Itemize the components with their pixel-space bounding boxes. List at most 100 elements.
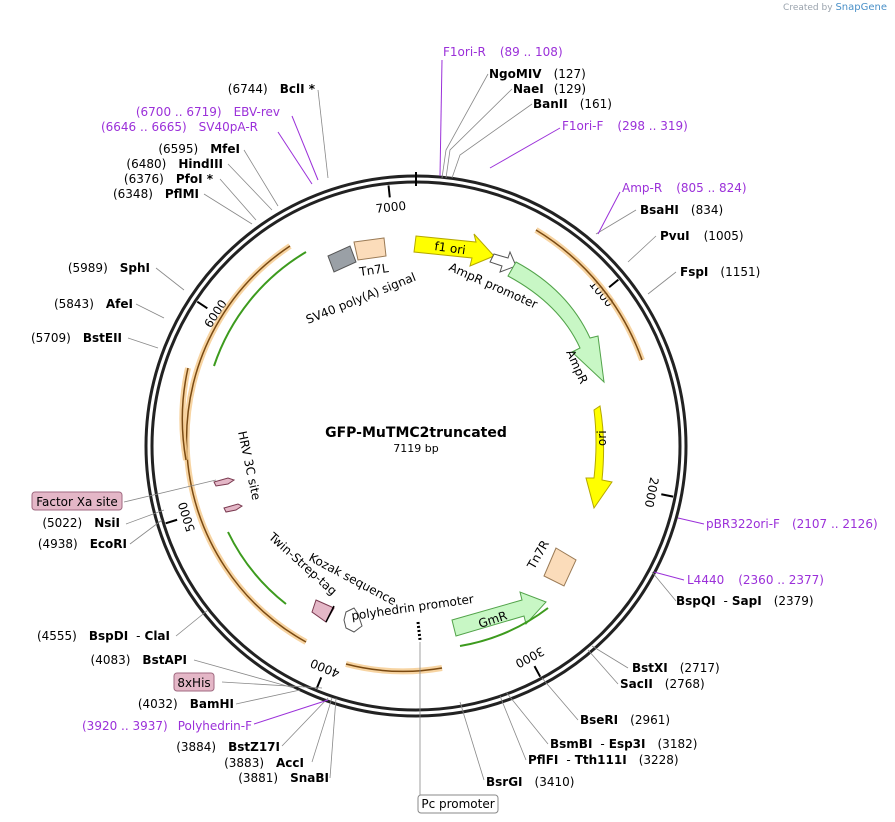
primer-ebv-rev[interactable]: (6700 .. 6719)EBV-rev [136, 105, 280, 119]
site-bstz17i-pos: (3884) [176, 740, 216, 754]
site-bcli-pos: (6744) [228, 82, 268, 96]
site-banii[interactable]: BanII(161) [533, 97, 612, 111]
primer-leaders [253, 59, 705, 725]
pc-promoter-label: Pc promoter [421, 797, 494, 811]
site-pvui-pos: (1005) [704, 229, 744, 243]
ori-arrow[interactable] [585, 405, 613, 510]
site-pvui[interactable]: PvuI (1005) [660, 229, 744, 243]
site-sphi-pos: (5989) [68, 261, 108, 275]
ampr-arrow[interactable] [507, 261, 605, 384]
site-pflfi-name: PflFI [528, 753, 558, 767]
site-bspdi-name: BspDI [89, 629, 128, 643]
tick-label-7000: 7000 [375, 199, 407, 216]
site-bstz17i-name: BstZ17I [228, 740, 280, 754]
site-bsahi[interactable]: BsaHI(834) [640, 203, 723, 217]
orf-arc-ampr-line [535, 229, 643, 361]
site-bsmbi[interactable]: BsmBI-Esp3I(3182) [550, 737, 697, 751]
orf-arc-left-inner-green [213, 251, 307, 367]
site-bcli[interactable]: (6744)BclI * [228, 82, 316, 96]
site-pfoi[interactable]: (6376)PfoI * [124, 172, 214, 186]
site-pflfi[interactable]: PflFI-Tth111I(3228) [528, 753, 679, 767]
factor-xa-box[interactable] [31, 491, 123, 511]
site-sacii[interactable]: SacII(2768) [620, 677, 705, 691]
hrv-3c-site-arrow[interactable] [213, 477, 236, 487]
site-acci[interactable]: (3883)AccI [224, 756, 304, 770]
primer-l4440[interactable]: L4440(2360 .. 2377) [687, 573, 824, 587]
site-ngomiv[interactable]: NgoMIV(127) [489, 67, 586, 81]
site-bstapi[interactable]: (4083) BstAPI [91, 653, 187, 667]
site-ecori[interactable]: (4938)EcoRI [38, 537, 127, 551]
primer-f1ori-r[interactable]: F1ori-R(89 .. 108) [443, 45, 563, 59]
feature-layer [213, 233, 613, 641]
site-mfei-name: MfeI [210, 142, 240, 156]
label-f1-ori: f1 ori [434, 239, 467, 257]
site-bspqi[interactable]: BspQI-SapI(2379) [676, 594, 814, 608]
tick-label-4000: 4000 [308, 656, 342, 681]
site-sphi[interactable]: (5989)SphI [68, 261, 150, 275]
plasmid-name: GFP-MuTMC2truncated [325, 425, 507, 441]
primer-pbr322ori-f[interactable]: pBR322ori-F(2107 .. 2126) [706, 517, 878, 531]
orf-arc-bottom-line [345, 663, 443, 673]
site-bsrgi[interactable]: BsrGI(3410) [486, 775, 574, 789]
site-ecori-name: EcoRI [90, 537, 127, 551]
pc-promoter-box[interactable] [417, 794, 499, 814]
snapgene-credit: Created by SnapGene [783, 2, 887, 13]
site-bsteii-name: BstEII [83, 331, 122, 345]
8xhis-box[interactable] [173, 672, 215, 692]
tick-3000 [533, 665, 542, 678]
site-bseri[interactable]: BseRI(2961) [580, 713, 670, 727]
orf-arc-gmr-green [459, 607, 549, 647]
site-bstapi-name: BstAPI [142, 653, 187, 667]
primer-amp-r-name: Amp-R [622, 181, 662, 195]
credit-brand: SnapGene [835, 2, 887, 13]
site-bamhi[interactable]: (4032)BamHI [138, 697, 234, 711]
polyhedrin-promoter-arrow[interactable] [343, 607, 363, 633]
site-bsteii[interactable]: (5709)BstEII [31, 331, 122, 345]
site-mfei-pos: (6595) [158, 142, 198, 156]
site-afei[interactable]: (5843) AfeI [54, 297, 133, 311]
primer-amp-r[interactable]: Amp-R(805 .. 824) [622, 181, 747, 195]
primer-polyhedrin-f[interactable]: (3920 .. 3937)Polyhedrin-F [82, 719, 252, 733]
primer-pbr322ori-f-name: pBR322ori-F [706, 517, 780, 531]
site-naei[interactable]: NaeI(129) [513, 82, 586, 96]
site-bspqi-name: BspQI [676, 594, 716, 608]
primer-sv40pa-r[interactable]: (6646 .. 6665)SV40pA-R [101, 120, 258, 134]
tick-label-2000: 2000 [642, 476, 662, 509]
site-mfei[interactable]: (6595) MfeI [158, 142, 240, 156]
site-nsii[interactable]: (5022)NsiI [42, 516, 120, 530]
site-snabi-name: SnaBI [290, 771, 329, 785]
site-fspi[interactable]: FspI(1151) [680, 265, 760, 279]
site-hindiii[interactable]: (6480)HindIII [126, 157, 223, 171]
site-afei-pos: (5843) [54, 297, 94, 311]
site-snabi[interactable]: (3881)SnaBI [238, 771, 329, 785]
primer-ebv-rev-name: EBV-rev [234, 105, 280, 119]
orf-arc-left-small-line [181, 367, 189, 461]
primer-f1ori-r-name: F1ori-R [443, 45, 486, 59]
primer-f1ori-f-range: (298 .. 319) [617, 119, 687, 133]
primer-f1ori-f[interactable]: F1ori-F(298 .. 319) [562, 119, 688, 133]
factor-xa-site-arrow[interactable] [223, 503, 243, 513]
tn7r-box[interactable] [543, 547, 577, 587]
leader-lines [123, 73, 677, 796]
site-bstxi[interactable]: BstXI(2717) [632, 661, 720, 675]
f1-ori-arrow[interactable] [413, 233, 495, 267]
tick-5000 [165, 518, 178, 525]
site-pvui-name: PvuI [660, 229, 690, 243]
site-bstz17i[interactable]: (3884) BstZ17I [176, 740, 280, 754]
site-bstapi-pos: (4083) [91, 653, 131, 667]
site-sacii-pos: (2768) [665, 677, 705, 691]
sv40-polya-box[interactable] [327, 245, 357, 273]
site-hindiii-pos: (6480) [126, 157, 166, 171]
factor-xa-label: Factor Xa site [36, 495, 118, 509]
8xhis-label: 8xHis [177, 676, 210, 690]
site-bspdi[interactable]: (4555)BspDI-ClaI [37, 629, 170, 643]
site-pflmi[interactable]: (6348)PflMI [113, 187, 199, 201]
kozak-mark [325, 605, 335, 623]
primer-sv40pa-r-range: (6646 .. 6665) [101, 120, 187, 134]
site-bsrgi-name: BsrGI [486, 775, 523, 789]
ampr-promoter-arrow[interactable] [489, 250, 517, 273]
tn7l-box[interactable] [353, 237, 387, 261]
site-afei-name: AfeI [106, 297, 133, 311]
site-banii-pos: (161) [580, 97, 612, 111]
gmr-arrow[interactable] [451, 591, 547, 637]
